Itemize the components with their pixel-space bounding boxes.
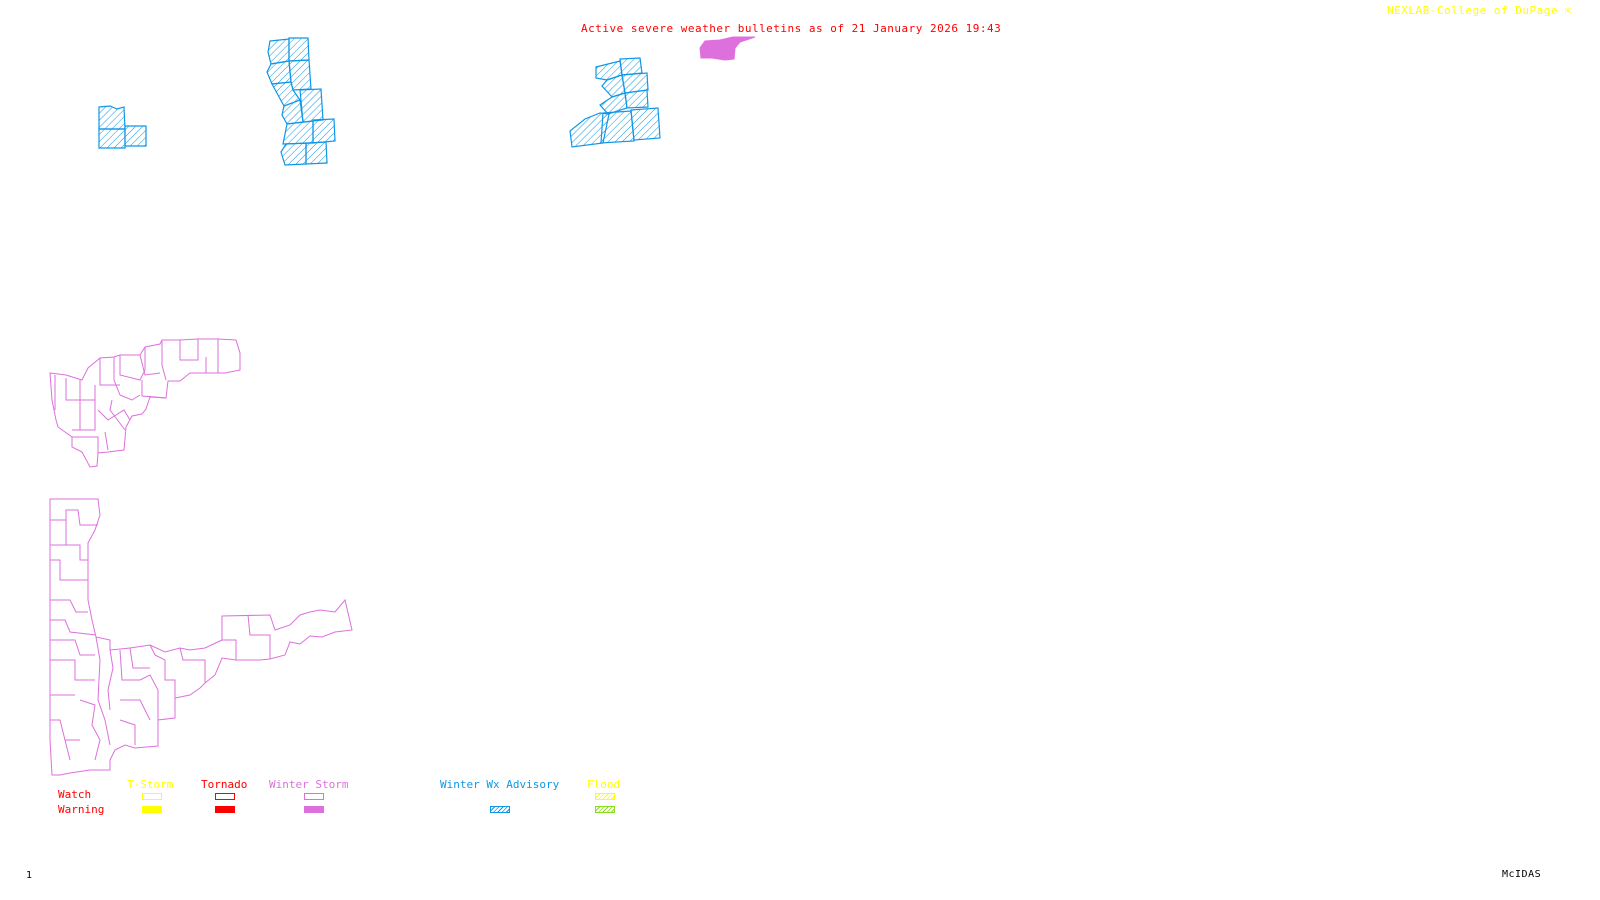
swatch-tornado-watch xyxy=(215,793,235,800)
resize-corner-icon: ⇱ xyxy=(1565,4,1573,17)
swatch-flood-warning xyxy=(595,806,615,813)
bulletin-title: Active severe weather bulletins as of 21… xyxy=(581,22,1002,35)
swatch-winter-wx-advisory xyxy=(490,806,510,813)
legend-col-winter-storm: Winter Storm xyxy=(269,778,349,791)
legend-col-winter-wx-advisory: Winter Wx Advisory xyxy=(440,778,560,791)
swatch-tstorm-watch xyxy=(142,793,162,800)
winter-storm-warning-area xyxy=(699,36,756,61)
legend-col-flood: Flood xyxy=(587,778,621,791)
frame-number: 1 xyxy=(26,870,33,881)
winter-wx-advisory-area-3 xyxy=(569,57,661,148)
swatch-tstorm-warning xyxy=(142,806,162,813)
legend-col-tstorm: T-Storm xyxy=(127,778,174,791)
swatch-flood-watch xyxy=(595,793,615,800)
winter-storm-watch-area-south xyxy=(49,498,353,776)
swatch-tornado-warning xyxy=(215,806,235,813)
legend-row-watch: Watch xyxy=(58,788,92,801)
legend-row-warning: Warning xyxy=(58,803,105,816)
winter-wx-advisory-area-2 xyxy=(266,37,336,166)
credit-text: NEXLAB-College of DuPage xyxy=(1387,4,1558,17)
credit-label: NEXLAB-College of DuPage ⇱ xyxy=(1387,4,1572,17)
legend-col-tornado: Tornado xyxy=(201,778,248,791)
swatch-winter-storm-warning xyxy=(304,806,324,813)
winter-wx-advisory-area-1 xyxy=(98,105,147,149)
swatch-winter-storm-watch xyxy=(304,793,324,800)
software-label: McIDAS xyxy=(1502,869,1542,880)
winter-storm-watch-area-north xyxy=(49,338,241,468)
